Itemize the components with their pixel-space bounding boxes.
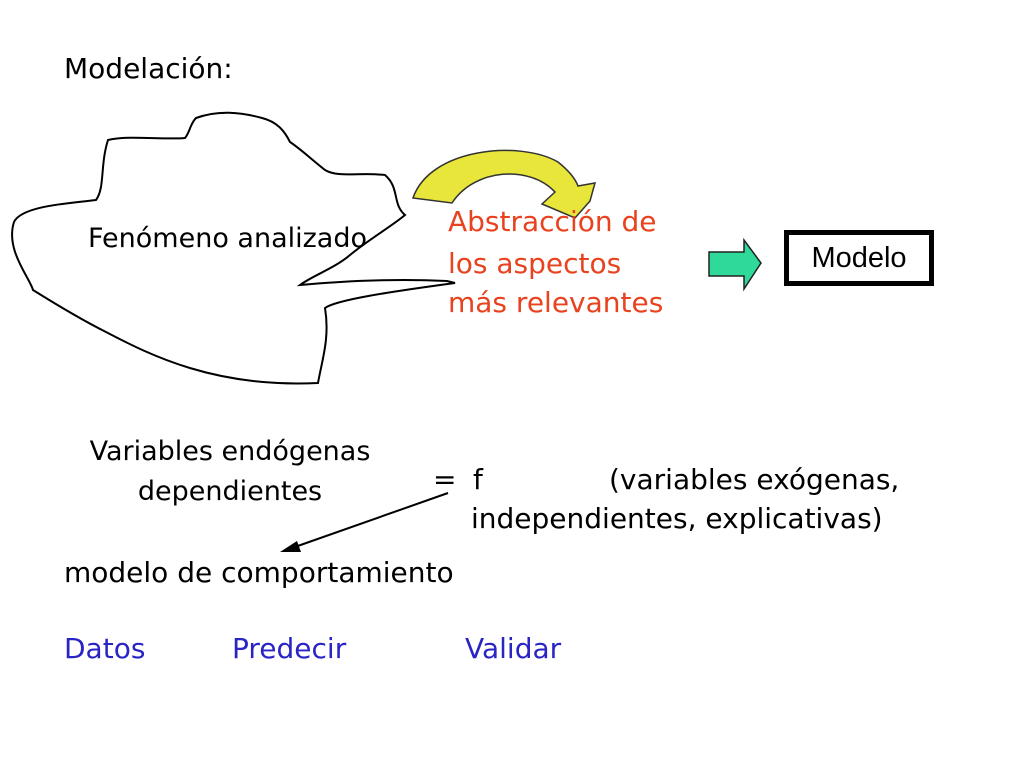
endogenous-line-1: Variables endógenas [89,436,371,467]
equals-sign: = [433,463,457,496]
phenomenon-blob [11,111,456,385]
page-title: Modelación: [64,52,233,85]
exogenous-line-2: independientes, explicativas) [471,502,883,535]
block-arrow [708,237,762,292]
abstraction-label-line-2: los aspectos [448,247,622,280]
abstraction-label-line-3: más relevantes [448,286,664,319]
bottom-word-predecir: Predecir [232,632,347,665]
model-label: Modelo [811,241,907,274]
curved-arrow [411,149,597,219]
endogenous-line-2: dependientes [137,476,323,507]
model-box: Modelo [784,230,934,286]
bottom-word-datos: Datos [64,632,146,665]
exogenous-line-1: (variables exógenas, [609,463,900,496]
behavior-arrow [280,492,449,552]
abstraction-label-line-1: Abstracción de [448,205,657,238]
bottom-word-validar: Validar [465,632,562,665]
phenomenon-label: Fenómeno analizado [88,223,368,254]
function-symbol: f [473,463,483,496]
behavior-model-label: modelo de comportamiento [64,556,454,589]
